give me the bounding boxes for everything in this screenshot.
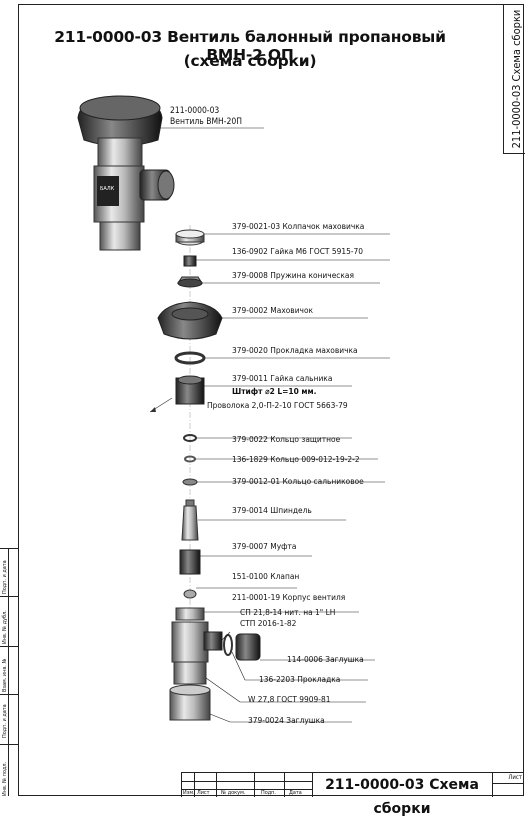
leader-lines xyxy=(160,127,390,723)
part-label: 136-2203 Прокладка xyxy=(259,674,341,684)
side-divider xyxy=(9,548,18,549)
part-label: 136-0902 Гайка М6 ГОСТ 5915-70 xyxy=(232,246,364,256)
part-label: СТП 2016-1-82 xyxy=(240,618,297,628)
side-divider xyxy=(0,548,8,549)
assembly-code: 211-0000-03 xyxy=(170,106,220,116)
part-label: 379-0012-01 Кольцо сальниковое xyxy=(232,476,364,486)
side-divider xyxy=(0,744,8,745)
part-label: 379-0011 Гайка сальника xyxy=(232,373,333,383)
side-divider xyxy=(9,596,18,597)
drawing-frame xyxy=(18,4,524,796)
part-label-bold: Штифт ⌀2 L=10 мм. xyxy=(232,386,317,396)
tb-docnum: № докум. xyxy=(221,790,246,796)
part-label: 379-0014 Шпиндель xyxy=(232,505,312,515)
side-strip: Инв. № подл. Подп. и дата Взам. инв. № И… xyxy=(0,548,18,796)
side-divider xyxy=(0,646,8,647)
tb-data: Дата xyxy=(289,790,302,796)
part-label: 136-1829 Кольцо 009-012-19-2-2 xyxy=(232,454,360,464)
part-label: W 27,8 ГОСТ 9909-81 xyxy=(248,694,331,704)
side-divider xyxy=(9,744,18,745)
part-label: 151-0100 Клапан xyxy=(232,571,300,581)
tb-list: Лист xyxy=(197,790,210,796)
assembled-valve-image: БАЛК xyxy=(77,95,175,251)
part-label: 379-0024 Заглушка xyxy=(248,715,325,725)
part-label: 114-0006 Заглушка xyxy=(287,654,364,664)
marking-text: БАЛК xyxy=(100,186,115,192)
part-label: Проволока 2,0-П-2-10 ГОСТ 5663-79 xyxy=(207,400,348,410)
assembly-name: Вентиль ВМН-20П xyxy=(170,117,243,127)
part-label: 379-0020 Прокладка маховичка xyxy=(232,345,358,355)
tb-sheet-label: Лист xyxy=(508,774,522,781)
side-divider xyxy=(9,646,18,647)
corner-stamp: 211-0000-03 Схема сборки xyxy=(503,4,525,154)
part-label: 379-0022 Кольцо защитное xyxy=(232,434,341,444)
exploded-parts xyxy=(157,229,261,721)
assembly-drawing: БАЛК xyxy=(77,95,390,723)
part-label: 211-0001-19 Корпус вентиля xyxy=(232,592,346,602)
part-label: 379-0008 Пружина коническая xyxy=(232,270,354,280)
part-label: 379-0002 Маховичок xyxy=(232,305,314,315)
tb-izm: Изм. xyxy=(183,790,195,796)
part-label: СП 21,8-14 нит. на 1" LH xyxy=(240,607,336,617)
part-label: 379-0007 Муфта xyxy=(232,541,297,551)
part-label: 379-0021-03 Колпачок маховичка xyxy=(232,221,365,231)
side-divider xyxy=(0,694,8,695)
side-divider xyxy=(9,694,18,695)
tb-podp: Подп. xyxy=(261,790,276,796)
side-divider xyxy=(0,596,8,597)
drawing-title: 211-0000-03 Вентиль балонный пропановый … xyxy=(54,28,446,64)
drawing-subtitle: (схема сборки) xyxy=(183,52,317,70)
